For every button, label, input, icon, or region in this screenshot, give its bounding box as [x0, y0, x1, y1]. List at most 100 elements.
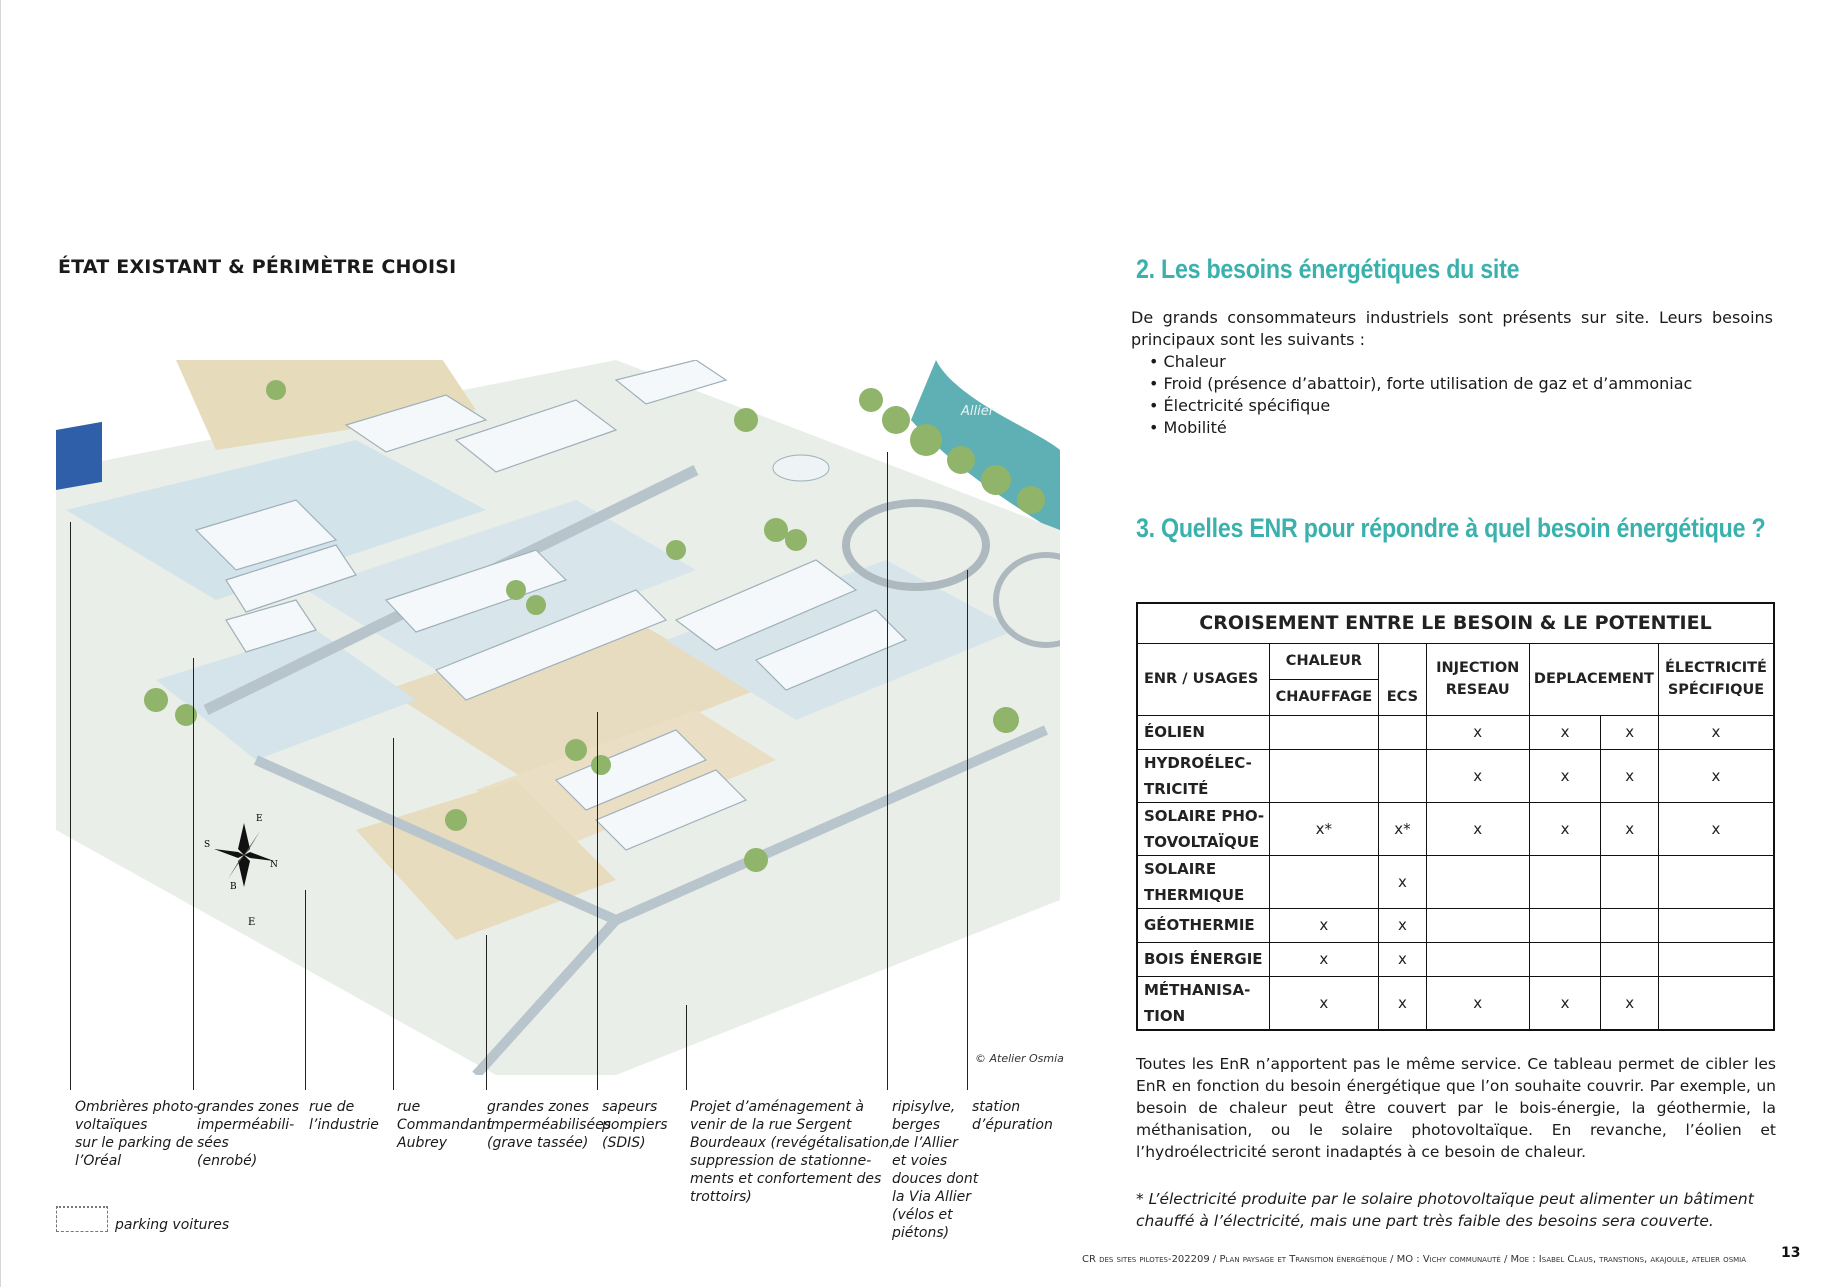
table-cell: x [1268, 975, 1380, 1030]
header-ecs: ECS [1378, 679, 1427, 716]
table-cell: x [1378, 854, 1427, 909]
table-cell [1425, 907, 1530, 943]
tree [910, 424, 942, 456]
tree [591, 755, 611, 775]
leader-line [887, 452, 888, 1090]
tree [744, 848, 768, 872]
row-label: MÉTHANISA-TION [1136, 975, 1270, 1030]
list-item: Froid (présence d’abattoir), forte utili… [1149, 373, 1693, 395]
caption-zones-grave: grandes zones imperméabilisées (grave ta… [487, 1099, 611, 1151]
table-cell: x [1425, 714, 1530, 750]
table-cell [1528, 907, 1602, 943]
row-label: SOLAIRE PHO-TOVOLTAÏQUE [1136, 801, 1270, 856]
legend-parking-swatch [56, 1206, 108, 1232]
header-electricite: ÉLECTRICITÉ SPÉCIFIQUE [1657, 642, 1775, 716]
caption-zones-enrobe: grandes zones imperméabili- sées (enrobé… [197, 1099, 300, 1169]
road-diag [472, 916, 620, 1075]
building-4 [225, 544, 357, 613]
table-cell: x [1600, 714, 1659, 750]
tree [445, 809, 467, 831]
tree [734, 408, 758, 432]
tree [666, 540, 686, 560]
tree [175, 704, 197, 726]
leader-line [597, 712, 598, 1090]
paved-south [156, 630, 416, 760]
table-cell [1657, 854, 1775, 909]
compass-b: B [230, 882, 237, 892]
table-cell [1268, 854, 1380, 909]
table-cell: x [1528, 801, 1602, 856]
heading-enr: 3. Quelles ENR pour répondre à quel beso… [1136, 513, 1766, 543]
row-label: HYDROÉLEC-TRICITÉ [1136, 748, 1270, 803]
header-chauffage: CHAUFFAGE [1268, 678, 1380, 716]
header-enr-usages: ENR / USAGES [1136, 642, 1270, 716]
tree [947, 446, 975, 474]
caption-ombrieres: Ombrières photo- voltaïques sur le parki… [75, 1099, 199, 1169]
table-cell: x [1378, 975, 1427, 1030]
tree [859, 388, 883, 412]
table-cell [1268, 748, 1380, 803]
tree [785, 529, 807, 551]
table-cell: x [1378, 907, 1427, 943]
building-11 [614, 360, 728, 405]
aerial-illustration: Allier [56, 360, 1060, 1075]
tree [565, 739, 587, 761]
table-cell [1425, 941, 1530, 977]
leader-line [486, 935, 487, 1090]
building-9 [674, 559, 858, 651]
compass-e: E [256, 814, 263, 824]
table-cell: x [1425, 801, 1530, 856]
table-cell [1378, 748, 1427, 803]
building-2 [454, 399, 618, 473]
table-cell [1528, 941, 1602, 977]
building-10 [754, 609, 908, 691]
caption-rue-industrie: rue de l’industrie [309, 1099, 379, 1133]
leader-line [193, 658, 194, 1090]
table-cell: x [1657, 801, 1775, 856]
table-cell [1600, 854, 1659, 909]
intro-paragraph: De grands consommateurs industriels sont… [1131, 308, 1773, 349]
table-cell: x [1425, 748, 1530, 803]
header-blank [1378, 642, 1427, 679]
caption-projet-rue: Projet d’aménagement à venir de la rue S… [690, 1099, 894, 1205]
page-footer: CR des sites pilotes-202209 / Plan paysa… [1082, 1254, 1747, 1265]
building-3 [194, 499, 338, 571]
solar-panels [56, 421, 102, 490]
row-label: BOIS ÉNERGIE [1136, 941, 1270, 977]
table-cell: x [1268, 907, 1380, 943]
table-cell: x* [1268, 801, 1380, 856]
header-chaleur: CHALEUR [1268, 642, 1380, 680]
table-cell [1657, 941, 1775, 977]
treatment-basin [772, 454, 830, 482]
needs-list: Chaleur Froid (présence d’abattoir), for… [1149, 351, 1693, 439]
enr-matrix-table: CROISEMENT ENTRE LE BESOIN & LE POTENTIE… [1136, 602, 1775, 1031]
table-cell: x [1600, 801, 1659, 856]
summary-paragraph: Toutes les EnR n’apportent pas le même s… [1136, 1055, 1776, 1161]
row-label: GÉOTHERMIE [1136, 907, 1270, 943]
table-cell: x [1528, 714, 1602, 750]
header-deplacement: DEPLACEMENT [1528, 642, 1659, 716]
list-item: Électricité spécifique [1149, 395, 1692, 417]
list-item: Chaleur [1149, 351, 1692, 373]
page-number: 13 [1781, 1245, 1801, 1261]
building-7 [554, 729, 708, 811]
table-cell [1425, 854, 1530, 909]
tree [981, 465, 1011, 495]
zone-grave [386, 610, 756, 780]
table-cell: x [1528, 748, 1602, 803]
tree [526, 595, 546, 615]
row-label: ÉOLIEN [1136, 714, 1270, 750]
table-cell [1600, 941, 1659, 977]
leader-line [305, 890, 306, 1090]
table-cell [1528, 854, 1602, 909]
table-cell: x [1425, 975, 1530, 1030]
table-cell: x [1600, 975, 1659, 1030]
heading-besoins: 2. Les besoins énergétiques du site [1136, 254, 1520, 284]
caption-rue-commandant: rue Commandant Aubrey [397, 1099, 492, 1151]
legend-parking-label: parking voitures [115, 1217, 230, 1233]
